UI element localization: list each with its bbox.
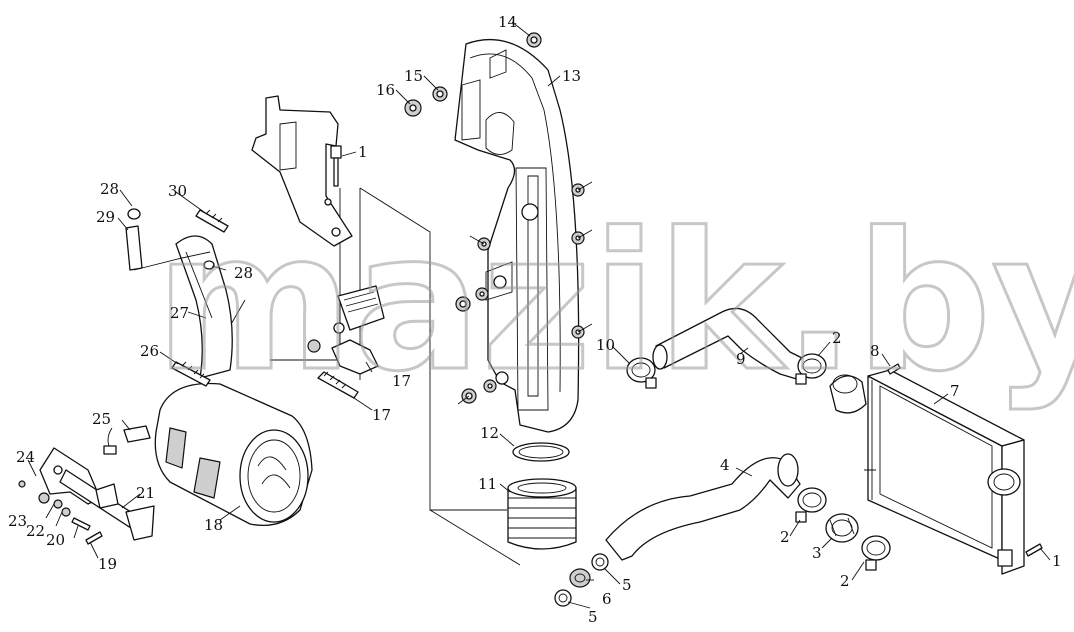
long-bolt [330,145,342,187]
callout-11: 11 [478,475,497,493]
mounting-bracket [251,95,353,247]
callout-7: 7 [950,382,960,400]
callout-2-top: 2 [832,329,842,347]
rubber-connector [825,513,859,543]
callout-16: 17 [392,372,411,390]
sleeve-6 [569,568,591,588]
charge-air-cooler [864,369,1025,575]
hose-26 [171,361,211,387]
callout-labels: 14 15 16 13 1 28 29 30 28 27 26 25 17 17… [8,13,1062,626]
callout-15: 16 [376,81,395,99]
hose-clamp-2b [795,487,827,523]
hose-clamp-2c [861,535,891,571]
callout-30: 30 [168,182,187,200]
callout-21: 20 [46,531,65,549]
sensor-25 [103,425,151,455]
cooler-elbow [829,374,867,414]
callout-4: 4 [720,456,730,474]
charge-pipe-upper [652,307,807,381]
callout-29: 29 [96,208,115,226]
charge-pipe-lower [605,453,801,561]
rubber-bellows [507,478,577,550]
hose-30 [195,209,229,233]
hose-29 [125,208,215,271]
air-cleaner [154,382,313,527]
callout-26: 26 [140,342,159,360]
watermark-text: mazik.by [155,192,1074,413]
callout-2-low: 2 [840,572,850,590]
callout-2-mid: 2 [780,528,790,546]
callout-28-mid: 28 [234,264,253,282]
callout-9: 9 [736,350,746,368]
callout-24: 24 [16,448,35,466]
callout-5-bottom: 5 [588,608,598,626]
callout-14-top: 14 [498,13,517,31]
callout-22: 22 [26,522,45,540]
callout-25: 25 [92,410,111,428]
callout-18: 18 [204,516,223,534]
callout-14-side: 15 [404,67,423,85]
callout-19: 19 [98,555,117,573]
nuts-and-bolts [404,32,1043,557]
callout-12: 12 [480,424,499,442]
callout-6: 6 [602,590,612,608]
callout-13: 13 [562,67,581,85]
callout-17: 17 [372,406,391,424]
callout-1-right: 1 [1052,552,1062,570]
leader-lines [27,21,1051,609]
callout-10: 10 [596,336,615,354]
callout-5-right: 5 [622,576,632,594]
intake-duct [454,38,580,433]
callout-3: 3 [812,544,822,562]
intake-elbow-27 [175,235,233,379]
callout-27: 27 [170,304,189,322]
support-bracket-24 [39,447,155,541]
hose-17 [317,371,359,399]
bracket-clip-16 [307,285,385,375]
callout-23: 23 [8,512,27,530]
small-clamp-5b [554,589,572,607]
hose-clamp-2a [795,353,827,385]
gasket-ring [512,442,570,462]
hose-clamp-10 [626,357,657,389]
callout-1-top: 1 [358,143,368,161]
callout-20: 21 [136,484,155,502]
callout-8: 8 [870,342,880,360]
callout-28-top: 28 [100,180,119,198]
small-clamp-5a [591,553,609,571]
